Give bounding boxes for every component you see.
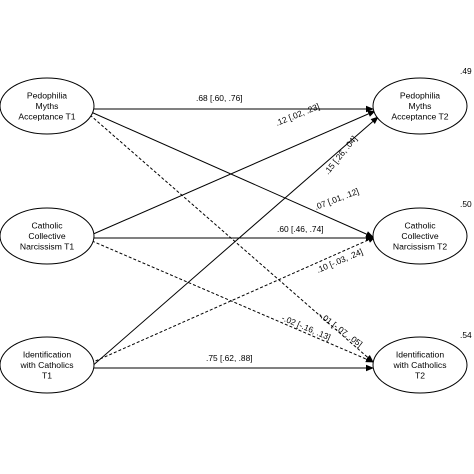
r-squared-pma-t2: .49 — [460, 66, 472, 76]
node-label-line: Myths — [36, 101, 59, 111]
path-coefficient-label: .75 [.62, .88] — [206, 353, 253, 363]
path-coefficient-label: .07 [.01, .12] — [313, 186, 360, 212]
path-arrow-idc-t1-to-ccn-t2 — [90, 236, 376, 364]
r-squared-layer: .49 .50 .54 — [460, 66, 472, 340]
paths-layer — [89, 105, 379, 372]
path-coefficient-label: .12 [.02, .23] — [274, 101, 321, 128]
node-label-line: Narcissism T1 — [20, 242, 74, 252]
path-coefficient-label: .15 [.26, .04] — [322, 134, 359, 176]
node-label-line: T1 — [42, 371, 52, 381]
path-coefficient-label: .60 [.46, .74] — [277, 224, 324, 234]
node-label-line: T2 — [415, 371, 425, 381]
node-label-line: Pedophilia — [400, 91, 440, 101]
node-ellipse — [0, 77, 95, 135]
node-label-line: Identification — [396, 350, 444, 360]
path-arrow-idc-t1-to-pma-t2 — [89, 116, 379, 369]
node-label-line: Acceptance T2 — [391, 112, 448, 122]
path-arrow-pma-t1-to-idc-t2 — [89, 114, 374, 363]
node-ellipse — [0, 336, 95, 394]
node-label-line: Acceptance T1 — [18, 112, 75, 122]
path-coefficient-label: .68 [.60, .76] — [196, 93, 243, 103]
node-ellipse — [372, 77, 468, 135]
node-ellipse — [372, 336, 468, 394]
node-label-line: with Catholics — [392, 360, 446, 370]
node-label-line: Collective — [401, 231, 438, 241]
path-arrow-pma-t1-to-ccn-t2 — [90, 111, 374, 238]
node-ellipse — [372, 207, 468, 265]
node-label-line: Catholic — [404, 221, 436, 231]
node-label-line: Myths — [409, 101, 432, 111]
node-label-line: Pedophilia — [27, 91, 67, 101]
r-squared-ccn-t2: .50 — [460, 199, 472, 209]
path-arrow-ccn-t1-to-pma-t2 — [90, 110, 376, 236]
node-label-line: Narcissism T2 — [393, 242, 447, 252]
path-arrow-ccn-t1-to-idc-t2 — [91, 240, 374, 363]
node-label-line: Collective — [28, 231, 65, 241]
node-label-line: with Catholics — [19, 360, 73, 370]
node-label-line: Identification — [23, 350, 71, 360]
node-ellipse — [0, 207, 95, 265]
r-squared-idc-t2: .54 — [460, 330, 472, 340]
node-label-line: Catholic — [31, 221, 63, 231]
